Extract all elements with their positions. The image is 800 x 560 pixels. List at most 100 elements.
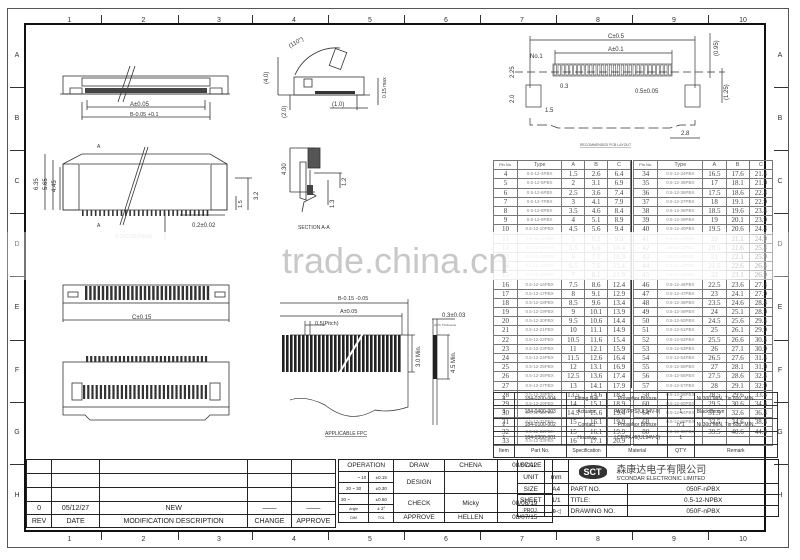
material: PA9T/PPS(UL94V-0) (606, 405, 668, 419)
dim-b: 25.6 (725, 316, 750, 327)
dim-b: 8.6 (584, 279, 609, 290)
dim-c: 31.9 (748, 362, 774, 373)
tol-value: ±0.15 (368, 471, 395, 483)
offset-dim: (1.0) (332, 102, 344, 108)
type-code: 0.5-12-18PBX (517, 297, 563, 309)
dim-a: 13 (561, 380, 586, 391)
type-code: 0.5-12-54PBX (657, 352, 704, 364)
dim-a: 17.5 (702, 187, 727, 198)
dim-a: 23 (702, 288, 727, 299)
dim-a: 27.5 (702, 371, 727, 382)
zone-tick (10, 213, 24, 214)
dim-a: 25 (702, 325, 727, 336)
h445: 4.45 (52, 180, 58, 192)
signoff-name: Micky (443, 493, 498, 513)
section-aa-drawing: 4.30 1.2 1.3 SECTION A-A (282, 147, 348, 231)
dim-a: 3.5 (561, 205, 586, 217)
zone-tick (10, 464, 24, 465)
item-no: 4 (493, 392, 515, 406)
dim-c: 13.4 (607, 297, 631, 309)
part-no: 184-0400-003 (513, 405, 567, 419)
pin-count: 22 (492, 334, 519, 345)
dim-c: 30.9 (748, 343, 774, 354)
specification: Contact (565, 418, 608, 432)
dim-a: 2 (561, 178, 586, 189)
type-code: 0.5-12-56PBX (657, 371, 704, 382)
dim-c: 23.9 (748, 215, 774, 226)
dim-a: 16.5 (702, 169, 727, 180)
pin-count: 9 (492, 215, 519, 226)
type-code: 0.5-12-37PBX (657, 196, 704, 207)
fpc-pitch: 0.5(Pitch) (315, 321, 339, 327)
max-dim: 0.15 max (382, 77, 388, 98)
dim-b: 4.6 (584, 205, 609, 217)
h13: 1.3 (330, 199, 336, 208)
dim-c-bottom: C±0.15 (132, 315, 152, 321)
dim-a: 18 (702, 196, 727, 207)
dim-a: 12 (561, 362, 586, 373)
section-marker-top: A (97, 144, 101, 150)
pin-table-header: A (561, 159, 586, 171)
signoff-role: DESIGN (393, 471, 445, 494)
applicable-fpc-drawing: B-0.15 -0.05 A±0.05 0.5(Pitch) 3.0 Min. … (280, 296, 466, 437)
material: LCP/PA46(UL94V-0) (606, 431, 668, 445)
zone-col-label: 3 (217, 17, 221, 24)
dim-b: 11.6 (584, 334, 609, 345)
zone-tick (328, 532, 329, 540)
dim-b: 28.1 (725, 362, 750, 373)
dim-c: 15.4 (607, 334, 631, 345)
title-label: TITLE: (567, 494, 629, 506)
type-code: 0.5-12-19PBX (517, 306, 563, 318)
type-code: 0.5-12-20PBX (517, 316, 563, 327)
pin-count: 36 (632, 187, 659, 198)
zone-tick (10, 150, 24, 151)
dim-a: 7.5 (561, 279, 586, 290)
pin-count: 51 (632, 325, 659, 336)
type-code: 0.5-12-34PBX (657, 169, 704, 180)
type-code: 0.5-12-24PBX (517, 352, 563, 364)
zone-col-label: 10 (739, 17, 747, 24)
pin-table-header: Pin No. (492, 159, 519, 171)
dim-c: 13.9 (607, 306, 631, 318)
size-label: SIZE (517, 483, 545, 495)
zone-col-label: 8 (596, 536, 600, 543)
pin-count: 35 (632, 178, 659, 189)
signoff-name: CHENA (443, 459, 498, 472)
tol-value: ± 2° (368, 504, 395, 513)
dim-a: 10.5 (561, 334, 586, 345)
unit-label: UNIT (517, 471, 545, 484)
zone-tick (556, 15, 557, 23)
zone-tick (10, 87, 24, 88)
bom-header: Part No. (513, 444, 567, 458)
fpc-min45: 4.5 Min. (451, 351, 457, 373)
zone-row-label: H (14, 492, 20, 499)
zone-tick (480, 532, 481, 540)
dim-b: 28.6 (725, 371, 750, 382)
quantity: 1 (666, 405, 695, 419)
dim-b: 19.1 (725, 196, 750, 207)
part-no: 184-0100-002 (513, 418, 567, 432)
dim-a: 11 (561, 343, 586, 354)
pin-count: 18 (492, 297, 519, 309)
pin-count: 53 (632, 343, 659, 354)
zone-tick (774, 213, 788, 214)
dim-b: 9.6 (584, 297, 609, 309)
dim-c: 27.4 (748, 279, 774, 290)
signoff-role: CHECK (393, 493, 445, 513)
rev-approve: —— (290, 501, 337, 515)
sheet-label: SHEET (517, 494, 545, 506)
rev-change: —— (247, 501, 292, 515)
pin-count: 8 (492, 205, 519, 217)
specification: Housing (565, 431, 608, 445)
type-code: 0.5-12-38PBX (657, 205, 704, 217)
dim-b-label: B-0.05 +0.1 (130, 112, 159, 118)
dim-a: 22.5 (702, 279, 727, 290)
